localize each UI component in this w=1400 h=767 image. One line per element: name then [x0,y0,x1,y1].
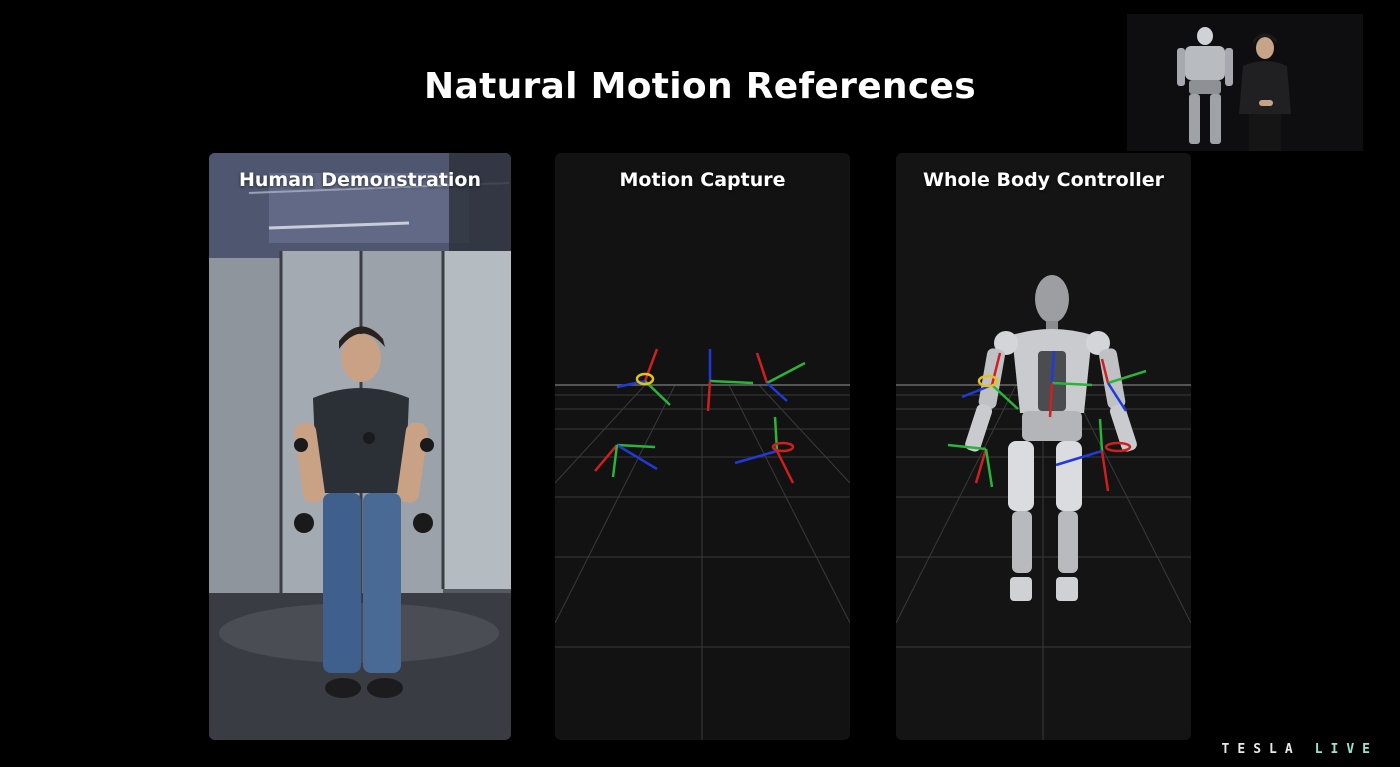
mocap-marker-right-wrist-upper [755,352,806,402]
wbc-marker-chest [1048,350,1093,418]
wbc-marker-right-wrist-upper [1100,358,1147,412]
panel-label-human-demonstration: Human Demonstration [239,169,481,191]
wbc-marker-left-wrist-upper [961,352,1019,410]
tesla-live-logo: TESLA LIVE [1222,742,1378,757]
inset-robot-figure [1177,27,1233,144]
speaker-inset-scene [1127,14,1363,151]
brand-live-text: LIVE [1314,742,1378,757]
brand-tesla-text: TESLA [1221,742,1301,757]
motion-capture-panel: Motion Capture [555,153,850,740]
mocap-marker-left-wrist-upper [616,348,671,406]
panel-label-whole-body-controller: Whole Body Controller [923,169,1164,191]
motion-capture-scene [555,348,850,740]
speaker-inset-video [1127,14,1363,151]
slide-title: Natural Motion References [424,66,976,107]
human-demonstration-panel: Human Demonstration [209,153,511,740]
human-demonstrator-figure [294,326,434,698]
wbc-marker-left-hand [947,443,994,488]
mocap-marker-chest [706,349,754,412]
inset-speaker-figure [1239,33,1291,151]
whole-body-controller-panel: Whole Body Controller [896,153,1191,740]
whole-body-controller-scene [896,275,1191,740]
wbc-marker-right-hand [1055,418,1132,492]
panel-label-motion-capture: Motion Capture [619,169,786,191]
mocap-marker-left-hand [594,443,658,478]
human-demonstration-scene [209,153,511,740]
mocap-marker-right-hand [734,416,795,484]
mocap-floor-grid [555,384,850,740]
